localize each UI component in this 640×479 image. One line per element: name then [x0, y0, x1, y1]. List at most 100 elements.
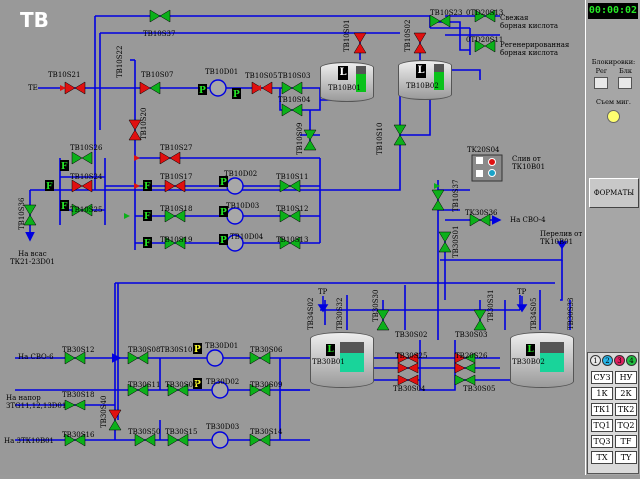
- tank-tb10b02[interactable]: L TB10B02: [398, 56, 452, 100]
- valve-tb30s31[interactable]: [473, 309, 487, 331]
- valve-tb30s30[interactable]: [376, 309, 390, 331]
- tag-tb10s17: TB10S17: [160, 173, 193, 181]
- tag-tb10s37b: TB10S37: [452, 179, 460, 212]
- valve-tb30s03[interactable]: [454, 352, 476, 364]
- timer-display: 00:00:02: [588, 3, 638, 19]
- valve-tk30s36[interactable]: [469, 213, 491, 227]
- valve-tb30s04[interactable]: [397, 374, 419, 386]
- valve-tb30s25[interactable]: [397, 362, 419, 374]
- key-tq2[interactable]: ТQ2: [615, 419, 637, 432]
- valve-tb10s20[interactable]: [128, 119, 142, 141]
- tank-tb30b02[interactable]: L TB30B02: [510, 328, 574, 388]
- valve-tb30s09[interactable]: [249, 383, 271, 397]
- tag-tb30s11: TB30S11: [128, 381, 161, 389]
- na-cvo4-label: На СВО-4: [510, 216, 546, 224]
- valve-tb30s07[interactable]: [167, 383, 189, 397]
- key-panel: 1 2 3 4 СУЗ НУ 1К 2К ТК1 ТК2 ТQ1 ТQ2 ТQ3…: [587, 352, 639, 474]
- na-cvo6-label: На СВО-6: [18, 353, 54, 361]
- tp2-label: ТР: [517, 288, 527, 296]
- valve-tb10s37b[interactable]: [431, 189, 445, 211]
- valve-tb10s21[interactable]: [64, 81, 86, 95]
- valve-tb10s09[interactable]: [303, 129, 317, 151]
- tag-tb10s23: TB10S23: [430, 9, 463, 17]
- key-tf[interactable]: ТF: [615, 435, 637, 448]
- flow-arrow-icon: [60, 85, 66, 91]
- tank-tb30b01[interactable]: L TB30B01: [310, 328, 374, 388]
- valve-tb30s11[interactable]: [127, 383, 149, 397]
- key-tx[interactable]: ТХ: [591, 451, 613, 464]
- flow-arrow-icon: [124, 213, 130, 219]
- tag-tb30s09: TB30S09: [250, 381, 283, 389]
- valve-td20s13[interactable]: [474, 9, 496, 23]
- regen-acid-label: Регенерированная борная кислота: [500, 41, 570, 57]
- key-1k[interactable]: 1К: [591, 387, 613, 400]
- valve-tb30s12[interactable]: [64, 351, 86, 365]
- valve-tb30s15[interactable]: [167, 433, 189, 447]
- valve-tb30s40[interactable]: [108, 409, 122, 431]
- valve-tb10s11[interactable]: [279, 179, 301, 193]
- tag-tb30s12: TB30S12: [62, 346, 95, 354]
- valve-tb10s12[interactable]: [279, 209, 301, 223]
- tab-1[interactable]: 1: [590, 355, 601, 366]
- tag-tb10s22: TB10S22: [116, 45, 124, 78]
- valve-tb10s13[interactable]: [279, 236, 301, 250]
- tab-4[interactable]: 4: [626, 355, 637, 366]
- valve-tb10s01[interactable]: [353, 32, 367, 54]
- valve-tb30s08[interactable]: [127, 351, 149, 365]
- valve-tb30s06[interactable]: [249, 351, 271, 365]
- reset-lamp-icon[interactable]: [607, 110, 620, 123]
- tank-tb10b01[interactable]: L TB10B01: [320, 58, 374, 102]
- valve-tb20s26[interactable]: [454, 362, 476, 374]
- tab-2[interactable]: 2: [602, 355, 613, 366]
- key-tq3[interactable]: ТQ3: [591, 435, 613, 448]
- key-nu[interactable]: НУ: [615, 371, 637, 384]
- key-tk2[interactable]: ТК2: [615, 403, 637, 416]
- valve-tb10s37[interactable]: [149, 9, 171, 23]
- valve-tb10s02[interactable]: [413, 32, 427, 54]
- valve-tb30s18[interactable]: [64, 399, 86, 411]
- tag-tb30s50: TB30S50: [128, 428, 161, 436]
- tag-tb10s12: TB10S12: [276, 205, 309, 213]
- key-2k[interactable]: 2К: [615, 387, 637, 400]
- blocking-label: Блокировки:: [591, 58, 636, 66]
- valve-tb10s19[interactable]: [164, 236, 186, 250]
- valve-tb30s02[interactable]: [397, 352, 419, 364]
- key-tk1[interactable]: ТК1: [591, 403, 613, 416]
- valve-tb10s03[interactable]: [281, 81, 303, 95]
- key-suz[interactable]: СУЗ: [591, 371, 613, 384]
- valve-tb10s23[interactable]: [429, 14, 451, 28]
- valve-tb10s25[interactable]: [71, 203, 93, 217]
- tab-3[interactable]: 3: [614, 355, 625, 366]
- tank-label: TB10B01: [328, 84, 361, 92]
- valve-tb30s16[interactable]: [64, 433, 86, 447]
- process-scheme: P P P P P P P F F F F F F: [15, 9, 619, 449]
- valve-td20s11[interactable]: [474, 39, 496, 53]
- tag-tb10s11: TB10S11: [276, 173, 309, 181]
- reg-checkbox[interactable]: [594, 77, 608, 89]
- valve-tb30s05[interactable]: [454, 374, 476, 386]
- tag-tb34s05: TB34S05: [530, 297, 538, 330]
- valve-tb30s14[interactable]: [249, 433, 271, 447]
- valve-tb10s04[interactable]: [281, 103, 303, 117]
- key-ty[interactable]: ТҮ: [615, 451, 637, 464]
- svg-text:P: P: [233, 90, 240, 100]
- valve-tb30s50[interactable]: [134, 433, 156, 447]
- valve-tb10s18[interactable]: [164, 209, 186, 223]
- valve-tb30s01[interactable]: [438, 231, 452, 253]
- valve-tb10s24[interactable]: [71, 179, 93, 193]
- tag-tb30s32: TB30S32: [336, 297, 344, 330]
- tag-tb10s37: TB10S37: [143, 30, 176, 38]
- tag-tb20s26: TB20S26: [455, 352, 488, 360]
- valve-tb10s17[interactable]: [164, 179, 186, 193]
- blk-checkbox[interactable]: [618, 77, 632, 89]
- key-tq1[interactable]: ТQ1: [591, 419, 613, 432]
- valve-tb10s27[interactable]: [159, 151, 181, 165]
- svg-text:P: P: [194, 380, 201, 390]
- valve-tb10s36[interactable]: [23, 204, 37, 226]
- formats-button[interactable]: ФОРМАТЫ: [589, 178, 639, 208]
- tag-tb10s13: TB10S13: [276, 236, 309, 244]
- valve-tb10s26[interactable]: [71, 151, 93, 165]
- tag-tk20s04: TK20S04: [467, 146, 500, 154]
- flow-arrow-icon: [307, 132, 313, 138]
- valve-tb10s10[interactable]: [393, 124, 407, 146]
